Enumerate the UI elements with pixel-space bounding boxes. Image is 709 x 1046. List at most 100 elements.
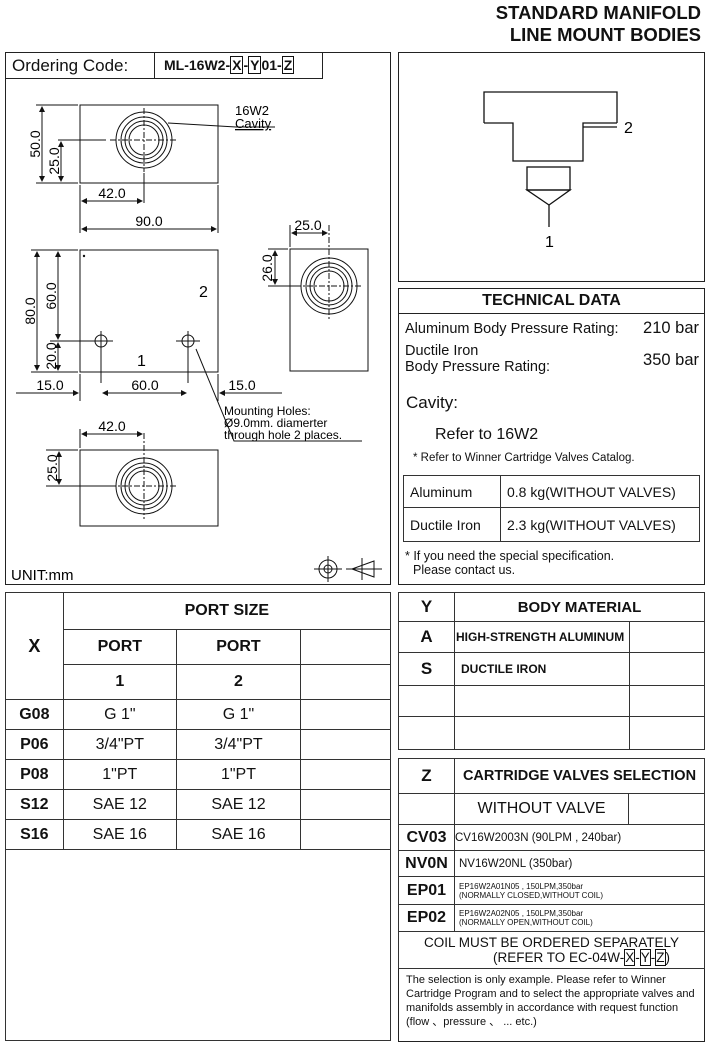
mounting-holes-1: Mounting Holes: <box>224 404 311 418</box>
coil-z: Z <box>655 949 666 966</box>
coil-sep: - <box>635 950 640 965</box>
weight-row: Ductile Iron 2.3 kg(WITHOUT VALVES) <box>403 507 700 542</box>
symbol-port-2: 2 <box>624 120 633 137</box>
material-empty <box>629 621 705 653</box>
port-2-size: SAE 12 <box>175 789 302 820</box>
port-2-size: 3/4"PT <box>175 729 302 760</box>
port-empty <box>300 759 391 790</box>
alu-pressure-value: 210 bar <box>643 319 699 337</box>
port-code: G08 <box>5 699 64 730</box>
port-size-title: PORT SIZE <box>62 592 392 630</box>
port-empty <box>300 699 391 730</box>
table-row: A HIGH-STRENGTH ALUMINUM <box>398 621 705 653</box>
alu-pressure-label: Aluminum Body Pressure Rating: <box>405 321 619 337</box>
ordering-code-x: X <box>230 56 244 74</box>
top-view-body <box>79 104 219 184</box>
cartridge-desc-1: EP16W2A02N05 , 150LPM,350bar <box>459 909 584 918</box>
port-num-empty <box>300 664 391 700</box>
cartridge-desc-2: (NORMALLY OPEN,WITHOUT COIL) <box>459 918 593 927</box>
material-blank <box>454 716 630 750</box>
weight-table: Aluminum 0.8 kg(WITHOUT VALVES) Ductile … <box>403 475 700 542</box>
port-1-size: G 1" <box>62 699 177 730</box>
material-blank <box>398 685 455 717</box>
cartridge-desc: NV16W20NL (350bar) <box>454 850 705 877</box>
ductile-pressure-value: 350 bar <box>643 351 699 369</box>
cartridge-title: CARTRIDGE VALVES SELECTION <box>454 758 705 794</box>
port-2-size: G 1" <box>175 699 302 730</box>
cartridge-panel: Z CARTRIDGE VALVES SELECTION WITHOUT VAL… <box>398 758 705 1042</box>
dim-60-vertical: 60.0 <box>43 282 59 309</box>
dim-20: 20.0 <box>43 342 59 369</box>
port-empty <box>300 819 391 850</box>
port-1-size: SAE 16 <box>62 819 177 850</box>
cartridge-empty <box>398 793 455 825</box>
drawing-port-2: 2 <box>199 284 208 301</box>
cartridge-code: EP01 <box>398 876 455 905</box>
dim-90: 90.0 <box>135 213 162 229</box>
port-1-size: 1"PT <box>62 759 177 790</box>
ordering-code-mid: 01- <box>261 57 282 73</box>
port-table-blank <box>5 849 391 1041</box>
cartridge-code: EP02 <box>398 904 455 932</box>
table-row: EP01 EP16W2A01N05 , 150LPM,350bar (NORMA… <box>398 876 705 905</box>
material-name: HIGH-STRENGTH ALUMINUM <box>454 621 630 653</box>
drawing-port-1: 1 <box>137 353 146 370</box>
ordering-code-prefix: ML-16W2- <box>164 57 231 73</box>
coil-sep: - <box>650 950 656 965</box>
coil-note-1: COIL MUST BE ORDERED SEPARATELY <box>423 935 680 950</box>
header-line-1: STANDARD MANIFOLD <box>495 2 701 23</box>
ordering-code-sep: - <box>243 57 249 73</box>
special-note-1: * If you need the special specification. <box>405 549 615 563</box>
material-name: DUCTILE IRON <box>454 652 630 686</box>
cartridge-table: Z CARTRIDGE VALVES SELECTION WITHOUT VAL… <box>398 758 705 969</box>
material-y-header: Y <box>398 592 455 622</box>
special-note: * If you need the special specification.… <box>405 549 614 577</box>
cartridge-desc-1: CV16W2003N (90LPM , 240bar) <box>455 831 622 844</box>
coil-note: COIL MUST BE ORDERED SEPARATELY (REFER T… <box>398 931 705 969</box>
cartridge-desc: CV16W2003N (90LPM , 240bar) <box>454 824 705 851</box>
material-empty <box>629 652 705 686</box>
cartridge-desc: EP16W2A02N05 , 150LPM,350bar (NORMALLY O… <box>454 904 705 932</box>
ductile-label-2: Body Pressure Rating: <box>405 359 551 375</box>
ordering-code-y: Y <box>248 56 262 74</box>
ordering-code-z: Z <box>281 56 295 74</box>
cartridge-code: NV0N <box>398 850 455 877</box>
unit-label: UNIT:mm <box>11 567 74 584</box>
manifold-drawing: 16W2 Cavity 50.0 25.0 42.0 90.0 25.0 26.… <box>11 103 382 584</box>
dim-60-horizontal: 60.0 <box>131 377 158 393</box>
hydraulic-symbol-panel: 2 1 <box>398 52 705 282</box>
table-row: NV0N NV16W20NL (350bar) <box>398 850 705 877</box>
weight-material: Aluminum <box>403 475 501 508</box>
cavity-symbol: 2 1 <box>483 91 633 251</box>
port-1-size: SAE 12 <box>62 789 177 820</box>
port-code: P08 <box>5 759 64 790</box>
cavity-label-2: Cavity <box>235 116 272 131</box>
table-row: CV03 CV16W2003N (90LPM , 240bar) <box>398 824 705 851</box>
port-num-1: 1 <box>62 664 177 700</box>
page-header: STANDARD MANIFOLD LINE MOUNT BODIES <box>496 2 701 46</box>
symbol-port-1: 1 <box>545 234 554 251</box>
material-code: A <box>398 621 455 653</box>
ductile-label-1: Ductile Iron <box>405 343 479 359</box>
material-code: S <box>398 652 455 686</box>
cartridge-empty <box>628 793 705 825</box>
dim-15-left: 15.0 <box>36 377 63 393</box>
weight-value: 2.3 kg(WITHOUT VALVES) <box>500 507 700 542</box>
mounting-holes-3: through hole 2 places. <box>224 428 342 442</box>
special-note-2: Please contact us. <box>413 563 516 577</box>
coil-y: Y <box>639 949 651 966</box>
port-col-empty <box>300 629 391 665</box>
port-num-2: 2 <box>175 664 302 700</box>
dim-26: 26.0 <box>259 254 275 281</box>
material-blank <box>629 716 705 750</box>
dim-42-bottom: 42.0 <box>98 418 125 434</box>
dim-80: 80.0 <box>22 297 38 324</box>
